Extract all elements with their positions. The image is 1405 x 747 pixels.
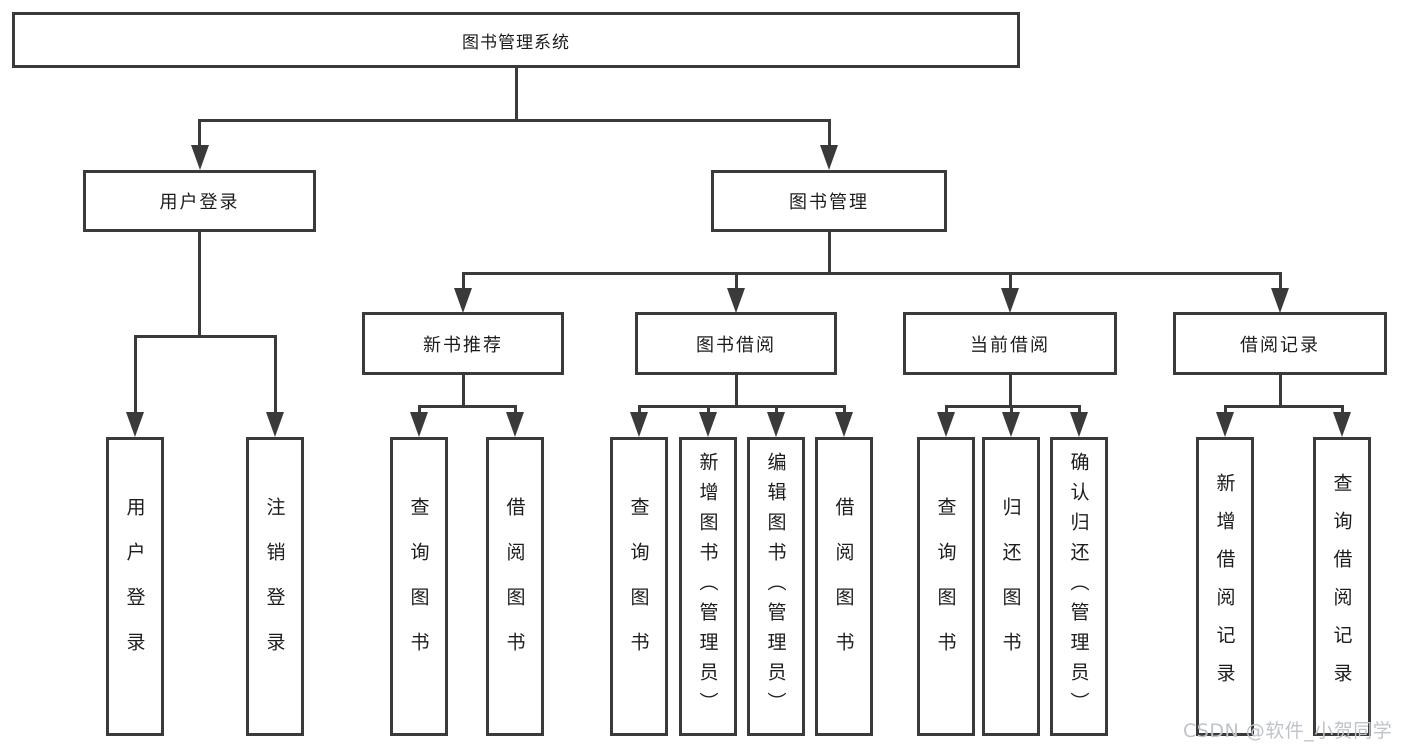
arrow-down (191, 145, 209, 170)
node-user-login: 用户登录 (83, 170, 316, 232)
arrow-down (820, 145, 838, 170)
connector-line (514, 405, 517, 415)
leaf-logout: 注销登录 (246, 437, 304, 736)
connector-line (198, 119, 830, 122)
arrow-down (266, 412, 284, 437)
arrow-down (506, 412, 524, 437)
connector-line (418, 405, 421, 415)
node-book-system: 图书管理系统 (12, 12, 1020, 68)
connector-line (274, 335, 277, 415)
connector-line (1224, 405, 1344, 408)
arrow-down (1333, 412, 1351, 437)
connector-line (945, 405, 1081, 408)
leaf-borrow-books-borrow: 借阅图书 (815, 437, 873, 736)
arrow-down (126, 412, 144, 437)
connector-line (1078, 405, 1081, 415)
leaf-query-books-current: 查询图书 (917, 437, 975, 736)
arrow-down (1216, 412, 1234, 437)
connector-line (1010, 405, 1013, 415)
connector-line (462, 375, 465, 408)
connector-line (198, 119, 201, 149)
connector-line (462, 272, 465, 290)
arrow-down (1002, 412, 1020, 437)
leaf-confirm-return-admin: 确认归还（管理员） (1050, 437, 1108, 736)
connector-line (707, 405, 710, 415)
leaf-user-login: 用户登录 (106, 437, 164, 736)
arrow-down (699, 412, 717, 437)
connector-line (1009, 375, 1012, 408)
node-book-management: 图书管理 (711, 170, 947, 232)
connector-line (515, 68, 518, 122)
arrow-down (727, 288, 745, 313)
arrow-down (410, 412, 428, 437)
arrow-down (937, 412, 955, 437)
connector-line (462, 272, 1282, 275)
connector-line (1279, 272, 1282, 290)
connector-line (775, 405, 778, 415)
arrow-down (1001, 288, 1019, 313)
connector-line (198, 232, 201, 338)
node-new-book-recommend: 新书推荐 (362, 312, 564, 375)
arrow-down (454, 288, 472, 313)
connector-line (945, 405, 948, 415)
arrow-down (767, 412, 785, 437)
arrow-down (835, 412, 853, 437)
connector-line (828, 119, 831, 149)
leaf-query-books-recommend: 查询图书 (390, 437, 448, 736)
connector-line (1341, 405, 1344, 415)
leaf-query-borrow-record: 查询借阅记录 (1313, 437, 1371, 736)
arrow-down (1271, 288, 1289, 313)
node-book-borrow: 图书借阅 (635, 312, 837, 375)
connector-line (638, 405, 641, 415)
leaf-borrow-books-recommend: 借阅图书 (486, 437, 544, 736)
arrow-down (1070, 412, 1088, 437)
connector-line (418, 405, 517, 408)
connector-line (828, 232, 831, 275)
connector-line (638, 405, 846, 408)
connector-line (1009, 272, 1012, 290)
leaf-query-books-borrow: 查询图书 (610, 437, 668, 736)
connector-line (735, 272, 738, 290)
connector-line (843, 405, 846, 415)
connector-line (1279, 375, 1282, 408)
connector-line (735, 375, 738, 408)
node-borrow-records: 借阅记录 (1173, 312, 1387, 375)
leaf-add-books-admin: 新增图书（管理员） (679, 437, 737, 736)
leaf-edit-books-admin: 编辑图书（管理员） (747, 437, 805, 736)
leaf-add-borrow-record: 新增借阅记录 (1196, 437, 1254, 736)
connector-line (134, 335, 276, 338)
watermark: CSDN @软件_小贺同学 (1183, 720, 1393, 742)
connector-line (134, 335, 137, 415)
node-current-borrow: 当前借阅 (903, 312, 1117, 375)
connector-line (1224, 405, 1227, 415)
arrow-down (630, 412, 648, 437)
leaf-return-books: 归还图书 (982, 437, 1040, 736)
